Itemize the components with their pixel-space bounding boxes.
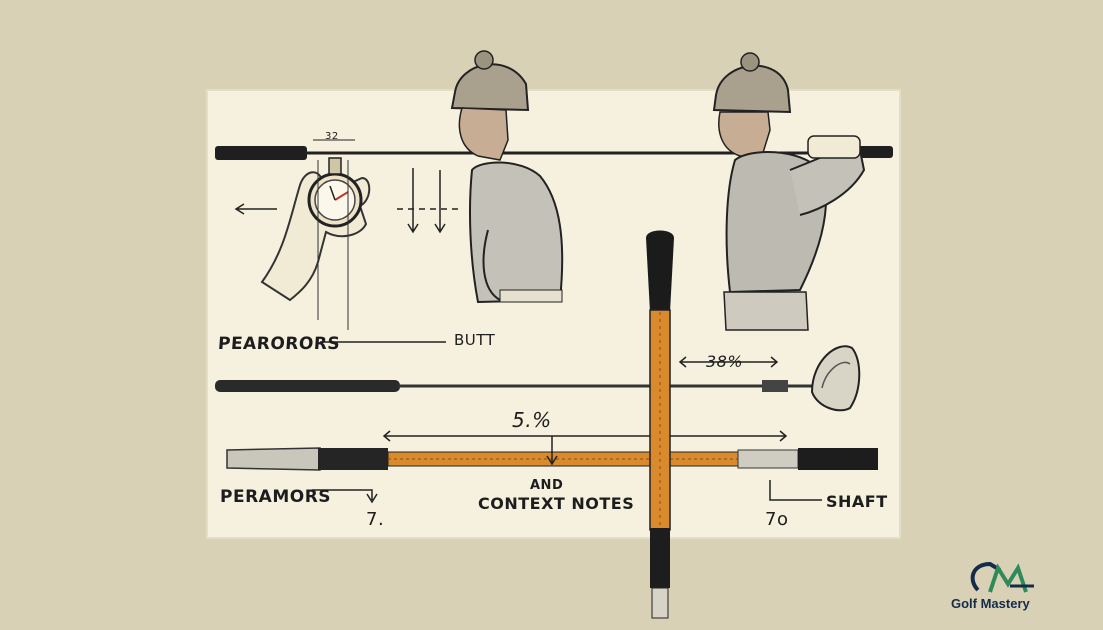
center-note-line1: AND xyxy=(530,478,564,493)
top-right-label: BUTT xyxy=(454,331,496,349)
shaft-measure-label: 5.% xyxy=(512,408,552,432)
bottom-left-label: PERAMORS xyxy=(220,487,332,507)
gauge-hand xyxy=(260,139,371,330)
center-note-line2: CONTEXT NOTES xyxy=(478,494,635,513)
grip-measure-label: 38% xyxy=(706,352,744,371)
bottom-right-label: SHAFT xyxy=(826,492,888,511)
top-club xyxy=(215,146,893,160)
bottom-club xyxy=(226,430,878,471)
golfer-left xyxy=(450,50,564,304)
vertical-club xyxy=(646,230,674,619)
left-number-label: 7. xyxy=(366,509,385,530)
gauge-measure-label: 32 xyxy=(325,131,339,142)
top-left-label: PEARORORS xyxy=(217,334,341,354)
golfer-right xyxy=(712,52,866,331)
logo-text: Golf Mastery xyxy=(951,596,1030,611)
right-number-label: 7o xyxy=(765,509,789,530)
logo-mark xyxy=(970,561,1034,593)
arrows xyxy=(234,168,822,504)
middle-club xyxy=(215,345,861,412)
